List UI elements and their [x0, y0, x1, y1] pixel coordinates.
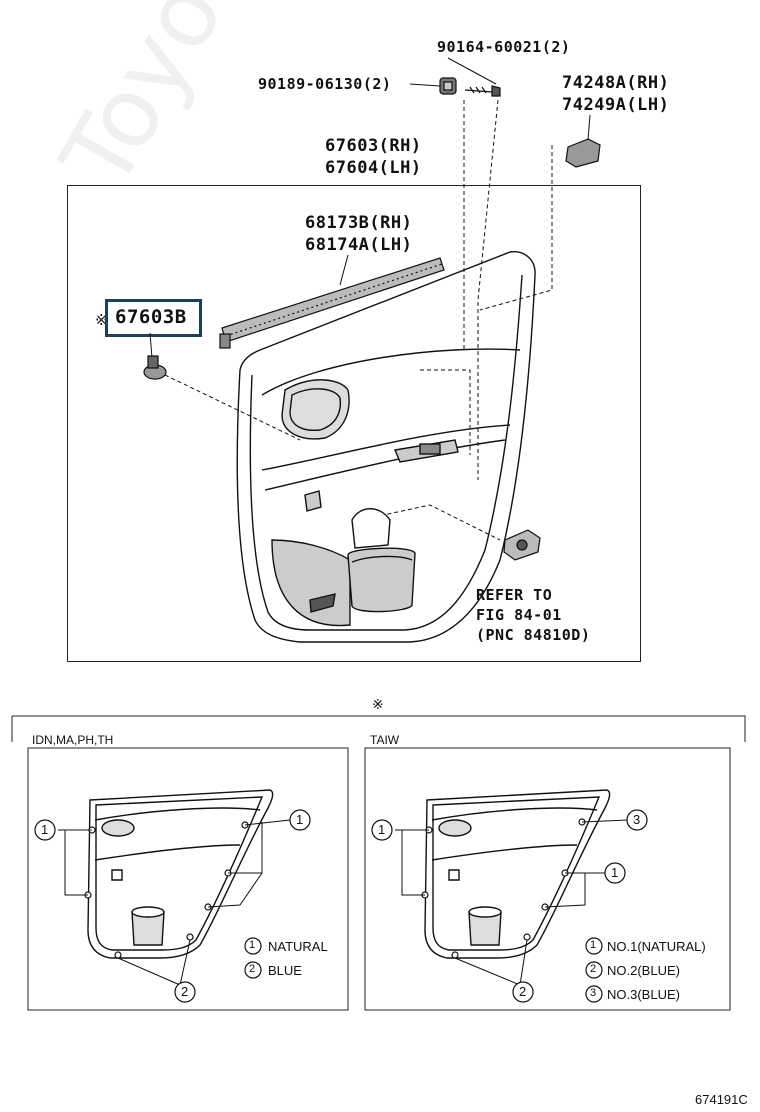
- label-screw[interactable]: 90164-60021(2): [437, 38, 571, 56]
- label-panel-rh[interactable]: 67603(RH): [325, 136, 422, 156]
- legend-num: 2: [249, 963, 256, 975]
- label-bracket-lh[interactable]: 74249A(LH): [562, 95, 670, 115]
- detail-section: [11, 715, 746, 1011]
- switch-part: [503, 529, 541, 561]
- refer-line1[interactable]: REFER TO: [476, 586, 553, 604]
- right-clip-points: [421, 818, 586, 959]
- clip-part: [143, 355, 167, 380]
- right-leaders: [395, 819, 629, 986]
- legend-num: 3: [590, 987, 597, 999]
- clip-mark: ※: [95, 311, 108, 329]
- figure-code: 674191C: [695, 1092, 748, 1107]
- right-detail-title: TAIW: [370, 733, 400, 747]
- left-legend-2: BLUE: [268, 963, 302, 978]
- label-panel-lh[interactable]: 67604(LH): [325, 158, 422, 178]
- bracket-part: [565, 138, 601, 168]
- right-mini-door: [424, 789, 611, 959]
- clip-nut-part: [439, 77, 457, 95]
- callout-num: 1: [41, 822, 49, 837]
- callout-num: 2: [181, 984, 189, 999]
- legend-num: 1: [590, 939, 597, 951]
- callout-num: 1: [611, 865, 619, 880]
- legend-num: 2: [590, 963, 597, 975]
- weatherstrip-part: [219, 257, 445, 349]
- detail-mark: ※: [372, 697, 384, 713]
- left-detail-title: IDN,MA,PH,TH: [32, 733, 114, 747]
- screw-part: [464, 85, 501, 97]
- label-clip-nut[interactable]: 90189-06130(2): [258, 75, 392, 93]
- highlight-box: [105, 299, 202, 337]
- callout-num: 2: [519, 984, 527, 999]
- label-weatherstrip-rh[interactable]: 68173B(RH): [305, 213, 413, 233]
- right-legend-2: NO.2(BLUE): [607, 963, 680, 978]
- door-panel-part: [236, 251, 536, 643]
- label-clip[interactable]: 67603B: [115, 306, 187, 328]
- label-bracket-rh[interactable]: 74248A(RH): [562, 73, 670, 93]
- refer-line2[interactable]: FIG 84-01: [476, 606, 562, 624]
- main-diagram-frame: [67, 185, 641, 662]
- label-weatherstrip-lh[interactable]: 68174A(LH): [305, 235, 413, 255]
- callout-circles: [34, 809, 648, 1003]
- callout-num: 1: [296, 812, 304, 827]
- left-leaders: [58, 819, 291, 986]
- right-legend-3: NO.3(BLUE): [607, 987, 680, 1002]
- legend-num: 1: [249, 939, 256, 951]
- callout-num: 3: [633, 812, 641, 827]
- left-mini-door: [87, 789, 274, 959]
- callout-num: 1: [378, 822, 386, 837]
- left-legend-1: NATURAL: [268, 939, 328, 954]
- right-legend-1: NO.1(NATURAL): [607, 939, 706, 954]
- refer-line3[interactable]: (PNC 84810D): [476, 626, 591, 644]
- left-clip-points: [84, 821, 249, 959]
